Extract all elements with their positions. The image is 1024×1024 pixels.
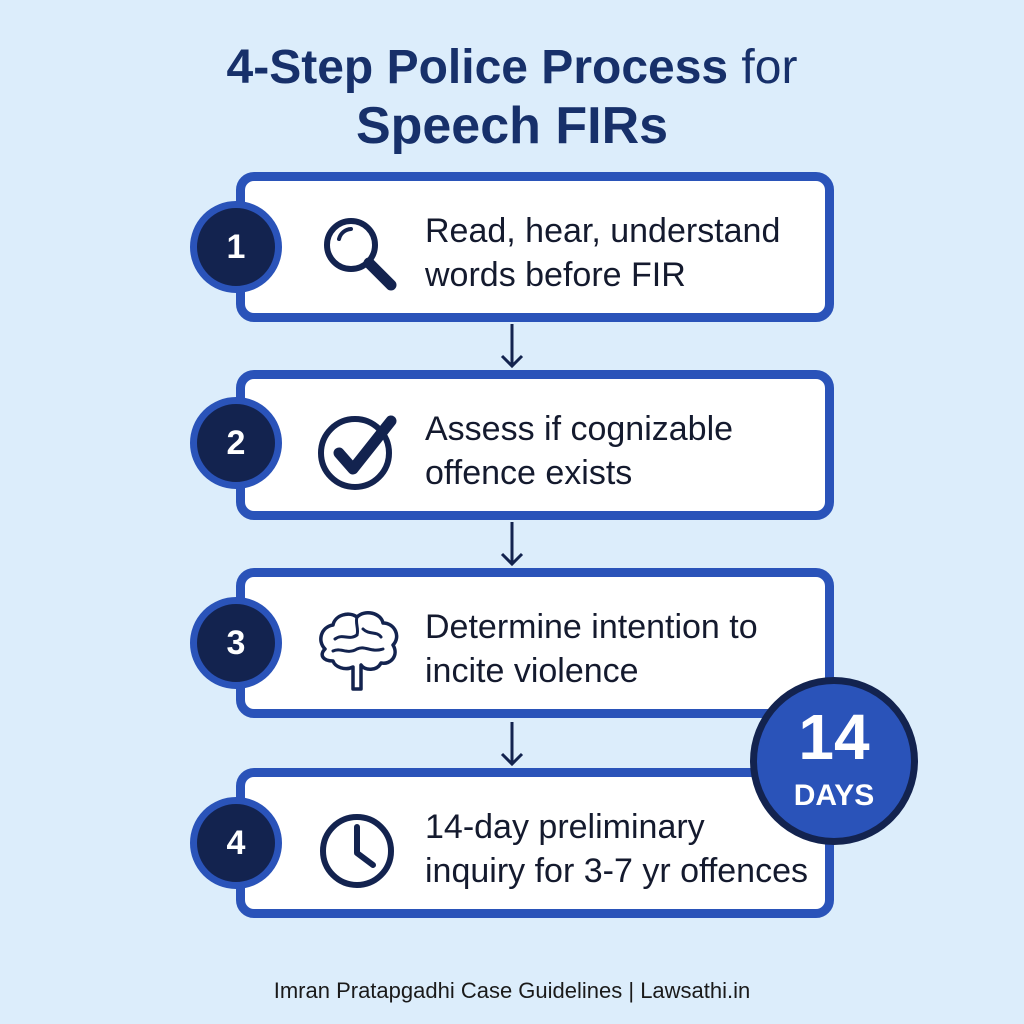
step-line: Determine intention to [425,608,758,646]
title-bold-text: 4-Step Police Process [226,41,729,94]
step-line: incite violence [425,652,639,690]
step-text-1: Read, hear, understand words before FIR [425,209,825,297]
step-number-badge-3: 3 [190,597,282,689]
step-card-4: 14-day preliminary inquiry for 3-7 yr of… [236,768,834,918]
days-badge-unit: DAYS [793,779,875,812]
step-card-3: Determine intention to incite violence [236,568,834,718]
step-card-1: Read, hear, understand words before FIR [236,172,834,322]
arrow-down-icon [500,722,524,767]
brain-icon [319,611,399,691]
arrow-down-icon [500,522,524,567]
step-line: Read, hear, understand [425,212,781,250]
step-text-2: Assess if cognizable offence exists [425,407,825,495]
title-rest-text: for [728,41,798,94]
page-title-line-2: Speech FIRs [355,97,669,155]
step-text-3: Determine intention to incite violence [425,605,825,693]
clock-icon [320,814,394,888]
footer-credit: Imran Pratapgadhi Case Guidelines | Laws… [273,978,751,1003]
days-badge: 14 DAYS [750,677,918,845]
step-line: words before FIR [425,256,686,294]
days-badge-number: 14 [798,701,870,773]
step-line: inquiry for 3-7 yr offences [425,852,808,890]
magnifying-glass-icon [324,218,397,291]
step-number-badge-2: 2 [190,397,282,489]
arrow-down-icon [500,324,524,369]
step-number-badge-1: 1 [190,201,282,293]
step-line: 14-day preliminary [425,808,705,846]
step-line: Assess if cognizable [425,410,734,448]
step-card-2: Assess if cognizable offence exists [236,370,834,520]
step-text-4: 14-day preliminary inquiry for 3-7 yr of… [425,805,835,893]
check-circle-icon [318,415,397,490]
step-number-badge-4: 4 [190,797,282,889]
step-line: offence exists [425,454,633,492]
page-title-line-1: 4-Step Police Process for [0,40,1024,96]
